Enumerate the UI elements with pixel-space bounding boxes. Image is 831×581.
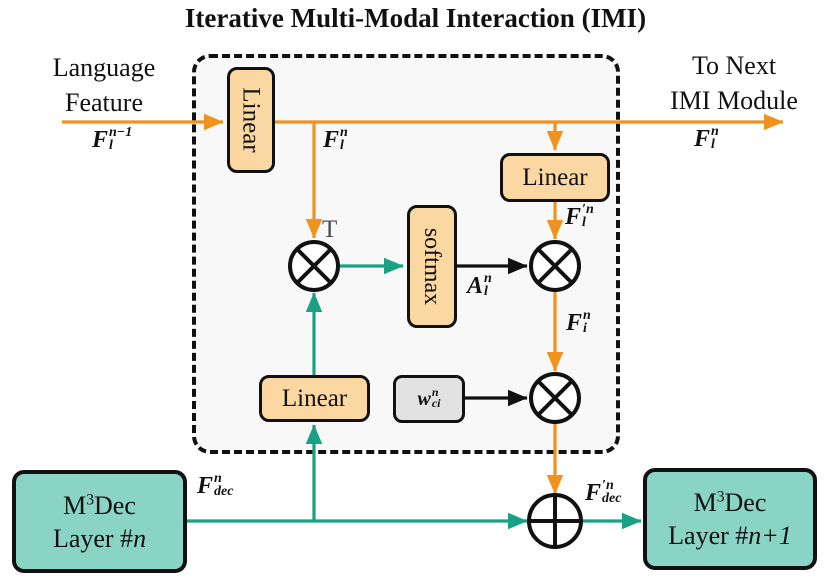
elementwise-multiply-node	[529, 372, 581, 424]
transpose-label: T	[322, 216, 338, 243]
m3dec-layer-n1-box: M3Dec Layer #n+1	[643, 468, 817, 570]
linear-value-box: Linear	[500, 153, 610, 202]
linear-language-box: Linear	[227, 67, 275, 173]
m3dec-layer-n-box: M3Dec Layer #n	[12, 470, 187, 573]
softmax-box: softmax	[407, 205, 457, 328]
diagram-title: Iterative Multi-Modal Interaction (IMI)	[184, 3, 647, 33]
add-node	[527, 493, 583, 549]
to-next-imi-label: To Next IMI Module	[670, 51, 798, 115]
matmul-attention-node	[529, 240, 581, 292]
linear-decoder-box: Linear	[259, 375, 370, 422]
matmul-transpose-node	[288, 240, 340, 292]
language-feature-label: Language Feature	[52, 53, 156, 117]
